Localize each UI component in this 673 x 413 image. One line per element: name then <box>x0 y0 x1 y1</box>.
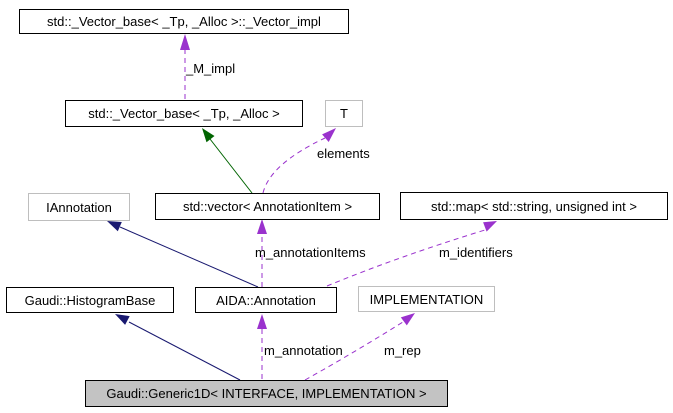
node-std-vector-annotationitem[interactable]: std::vector< AnnotationItem > <box>155 193 380 220</box>
edge-generic1d-to-histogrambase-inheritance <box>115 314 241 381</box>
edge-label-m-identifiers: m_identifiers <box>439 245 513 260</box>
edge-m-rep <box>304 313 415 381</box>
edge-label-m-annotation: m_annotation <box>264 343 343 358</box>
edge-label-m-annotationitems: m_annotationItems <box>255 245 366 260</box>
node-template-param-implementation: IMPLEMENTATION <box>358 286 495 312</box>
node-std-vector-base-vector-impl[interactable]: std::_Vector_base< _Tp, _Alloc >::_Vecto… <box>19 9 349 34</box>
edge-m-annotation-arrowhead <box>257 314 267 329</box>
edge-label-m-rep: m_rep <box>384 343 421 358</box>
edge-m-annotation <box>257 314 267 379</box>
edge-label-elements: elements <box>317 146 370 161</box>
node-template-param-t: T <box>325 100 363 127</box>
node-iannotation: IAnnotation <box>28 193 130 221</box>
edge-histogrambase-inheritance-arrowhead <box>115 314 130 325</box>
edge-m-identifiers-line <box>326 229 486 287</box>
edge-vector-inheritance-arrowhead <box>202 128 215 143</box>
node-std-vector-base[interactable]: std::_Vector_base< _Tp, _Alloc > <box>65 100 303 127</box>
edge-elements-line <box>262 137 326 194</box>
edge-elements-arrowhead <box>322 128 336 142</box>
edge-m-impl-arrowhead <box>180 34 190 50</box>
edge-m-annotationitems <box>257 219 267 287</box>
edge-iannotation-inheritance-line <box>119 226 259 288</box>
edge-m-rep-arrowhead <box>400 313 415 326</box>
edge-m-impl <box>180 34 190 99</box>
node-gaudi-generic1d-focus: Gaudi::Generic1D< INTERFACE, IMPLEMENTAT… <box>85 380 448 407</box>
edge-m-identifiers <box>326 221 497 287</box>
edge-m-annotationitems-arrowhead <box>257 219 267 234</box>
node-aida-annotation[interactable]: AIDA::Annotation <box>195 287 337 313</box>
edge-elements <box>262 128 336 194</box>
node-gaudi-histogrambase[interactable]: Gaudi::HistogramBase <box>6 287 174 313</box>
edge-vector-to-vectorbase-inheritance <box>202 128 253 194</box>
edge-annotation-to-iannotation-inheritance <box>107 221 259 288</box>
edge-label-m-impl: _M_impl <box>186 61 236 76</box>
edge-histogrambase-inheritance-line <box>128 321 241 381</box>
edge-iannotation-inheritance-arrowhead <box>107 221 122 232</box>
edge-vector-inheritance-line <box>209 138 253 194</box>
edge-m-identifiers-arrowhead <box>483 221 497 232</box>
edge-m-rep-line <box>304 321 404 381</box>
node-std-map-string-unsigned-int[interactable]: std::map< std::string, unsigned int > <box>400 192 668 220</box>
